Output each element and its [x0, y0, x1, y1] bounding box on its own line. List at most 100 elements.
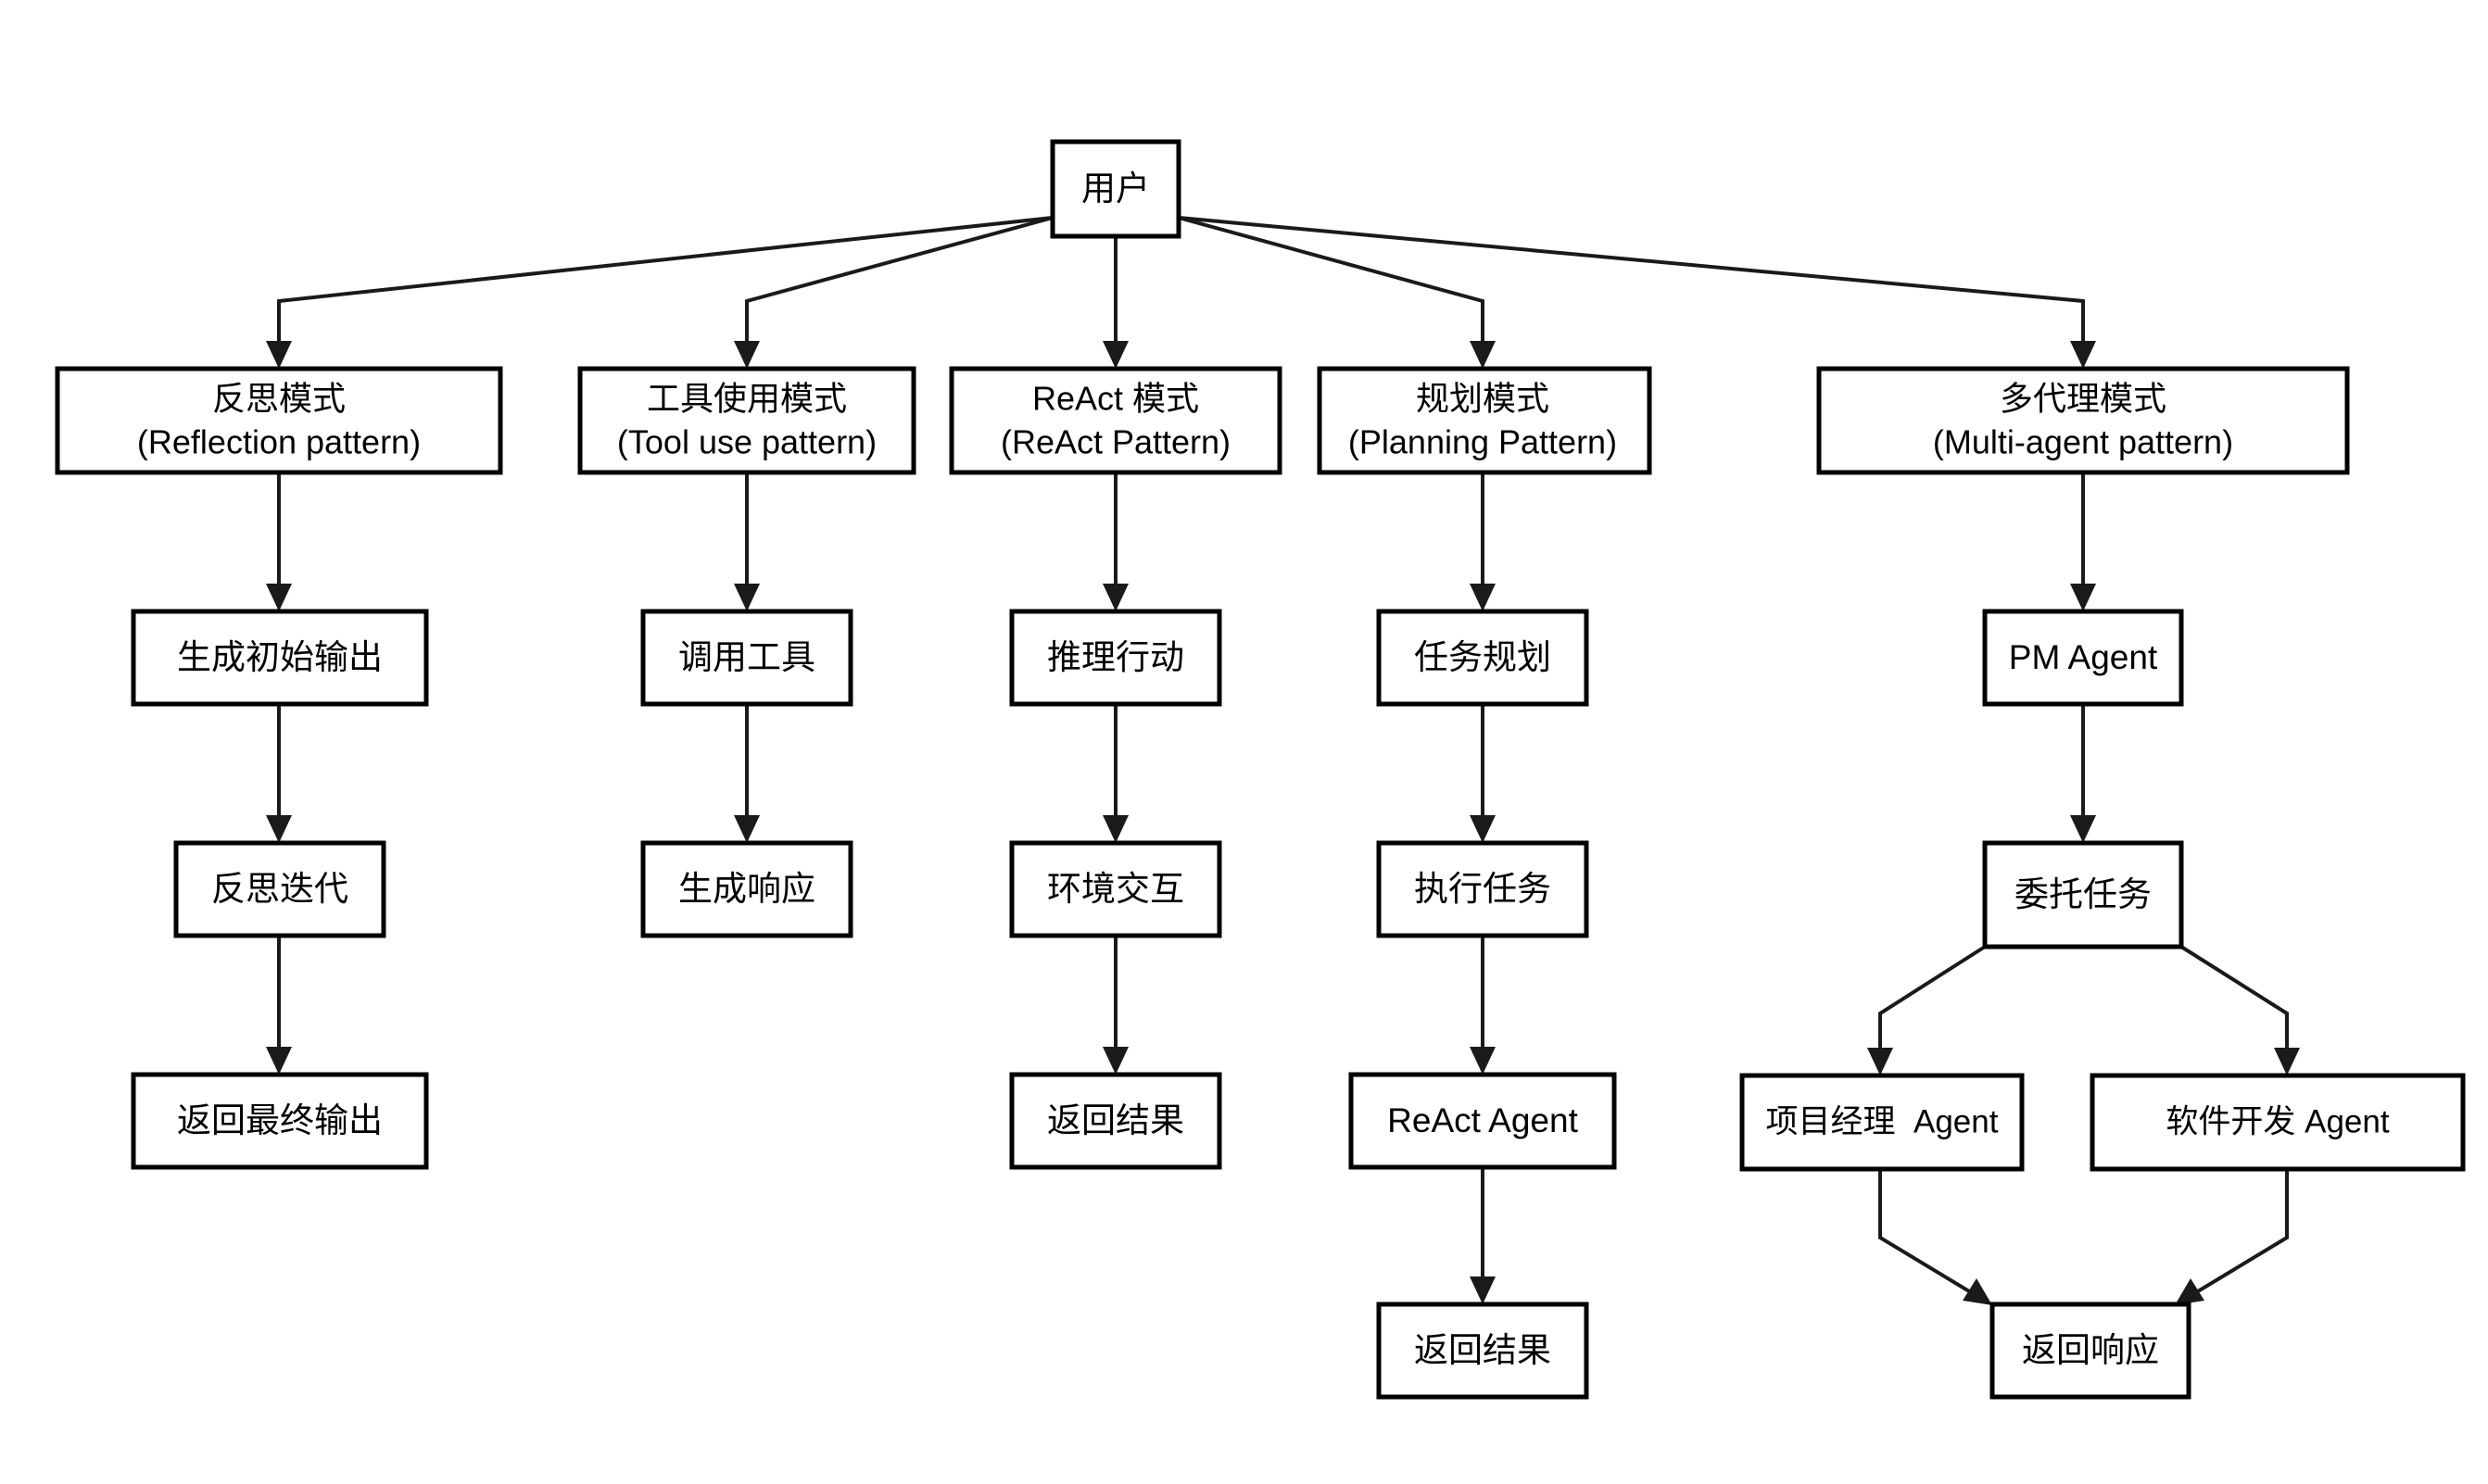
node-tool-use-step-2[interactable]: 生成响应	[640, 840, 853, 938]
node-tool-use-step-1-label: 调用工具	[678, 638, 815, 676]
node-pattern-tool-use-label-en: (Tool use pattern)	[617, 423, 877, 461]
node-multi-agent-step-2[interactable]: 委托任务	[1982, 840, 2184, 950]
node-pattern-tool-use-box[interactable]	[577, 366, 916, 475]
node-multi-agent-branch-right-label: 软件开发 Agent	[2166, 1103, 2389, 1139]
arrowhead-dev-agent-to-response	[2175, 1278, 2204, 1305]
node-pattern-multi-agent-label-cn: 多代理模式	[2000, 380, 2166, 418]
node-pattern-react[interactable]: ReAct 模式 (ReAct Pattern)	[949, 366, 1282, 475]
arrowhead-user-to-planning	[1470, 341, 1496, 369]
node-planning-step-2-label: 执行任务	[1414, 870, 1551, 908]
node-planning-step-4-box[interactable]	[1376, 1302, 1589, 1400]
node-reflection-step-1-label: 生成初始输出	[177, 638, 383, 676]
node-react-step-3-box[interactable]	[1009, 1072, 1222, 1170]
node-reflection-step-3-label: 返回最终输出	[177, 1101, 383, 1139]
node-planning-step-1-box[interactable]	[1376, 609, 1589, 707]
node-planning-step-3-box[interactable]	[1348, 1072, 1617, 1170]
arrowhead-multi-agent-2	[2070, 815, 2096, 843]
arrowhead-tool-use-1	[734, 584, 760, 611]
arrowhead-multi-agent-1	[2070, 584, 2096, 611]
node-tool-use-step-1[interactable]: 调用工具	[640, 609, 853, 707]
arrowhead-reflection-2	[266, 815, 292, 843]
node-react-step-1[interactable]: 推理行动	[1009, 609, 1222, 707]
edge-user-to-reflection	[277, 216, 1054, 355]
node-user-label: 用户	[1081, 170, 1150, 208]
node-react-step-3-label: 返回结果	[1047, 1101, 1184, 1139]
node-pattern-reflection-label-cn: 反思模式	[212, 380, 346, 418]
node-multi-agent-branch-right-box[interactable]	[2090, 1073, 2466, 1172]
edges-reflection-chain	[266, 472, 292, 1075]
node-reflection-step-3-box[interactable]	[131, 1072, 429, 1170]
arrowhead-user-to-tool-use	[734, 341, 760, 369]
node-tool-use-step-1-box[interactable]	[640, 609, 853, 707]
edge-delegate-to-dev-agent	[2179, 945, 2289, 1062]
node-pattern-reflection[interactable]: 反思模式 (Reflection pattern)	[55, 366, 503, 475]
arrowhead-reflection-1	[266, 584, 292, 611]
node-planning-step-3-label: ReAct Agent	[1387, 1101, 1578, 1139]
node-planning-step-1-label: 任务规划	[1414, 638, 1551, 676]
node-reflection-step-2-box[interactable]	[173, 840, 386, 938]
edges-planning-chain	[1470, 472, 1496, 1304]
arrowhead-tool-use-2	[734, 815, 760, 843]
arrowhead-planning-3	[1470, 1047, 1496, 1075]
node-pattern-planning-label-en: (Planning Pattern)	[1348, 423, 1617, 461]
node-reflection-step-1-box[interactable]	[131, 609, 429, 707]
node-pattern-reflection-box[interactable]	[55, 366, 503, 475]
node-react-step-2[interactable]: 环境交互	[1009, 840, 1222, 938]
node-multi-agent-step-1-label: PM Agent	[2009, 638, 2158, 676]
node-multi-agent-branch-left[interactable]: 项目经理 Agent	[1739, 1073, 2025, 1172]
node-pattern-react-box[interactable]	[949, 366, 1282, 475]
node-pattern-planning[interactable]: 规划模式 (Planning Pattern)	[1317, 366, 1652, 475]
node-react-step-3[interactable]: 返回结果	[1009, 1072, 1222, 1170]
node-pattern-react-label-cn: ReAct 模式	[1032, 380, 1199, 418]
arrowhead-delegate-to-pm-agent	[1867, 1048, 1893, 1075]
edges-react-chain	[1103, 472, 1129, 1075]
node-user[interactable]: 用户	[1050, 139, 1181, 239]
node-pattern-tool-use[interactable]: 工具使用模式 (Tool use pattern)	[577, 366, 916, 475]
edges-tool-use-chain	[734, 472, 760, 843]
arrowhead-user-to-reflection	[266, 341, 292, 369]
arrowhead-user-to-react	[1103, 341, 1129, 369]
node-pattern-multi-agent[interactable]: 多代理模式 (Multi-agent pattern)	[1816, 366, 2350, 475]
node-planning-step-3[interactable]: ReAct Agent	[1348, 1072, 1617, 1170]
node-tool-use-step-2-box[interactable]	[640, 840, 853, 938]
edge-delegate-to-pm-agent	[1878, 945, 1987, 1062]
node-pattern-planning-label-cn: 规划模式	[1416, 380, 1549, 418]
node-planning-step-2[interactable]: 执行任务	[1376, 840, 1589, 938]
node-react-step-1-label: 推理行动	[1047, 638, 1184, 676]
node-tool-use-step-2-label: 生成响应	[678, 870, 815, 908]
node-multi-agent-step-1[interactable]: PM Agent	[1982, 609, 2184, 707]
node-reflection-step-2[interactable]: 反思迭代	[173, 840, 386, 938]
node-multi-agent-branch-right[interactable]: 软件开发 Agent	[2090, 1073, 2466, 1172]
arrowhead-react-1	[1103, 584, 1129, 611]
edge-user-to-multi-agent	[1178, 216, 2085, 355]
node-react-step-2-box[interactable]	[1009, 840, 1222, 938]
node-reflection-step-3[interactable]: 返回最终输出	[131, 1072, 429, 1170]
arrowhead-user-to-multi-agent	[2070, 341, 2096, 369]
node-multi-agent-step-1-box[interactable]	[1982, 609, 2184, 707]
node-pattern-react-label-en: (ReAct Pattern)	[1001, 423, 1231, 461]
edge-user-to-tool-use	[745, 216, 1054, 355]
node-planning-step-4[interactable]: 返回结果	[1376, 1302, 1589, 1400]
node-multi-agent-merge[interactable]: 返回响应	[1989, 1302, 2191, 1400]
node-pattern-tool-use-label-cn: 工具使用模式	[647, 380, 847, 418]
node-planning-step-2-box[interactable]	[1376, 840, 1589, 938]
node-multi-agent-step-2-label: 委托任务	[2014, 875, 2152, 913]
node-pattern-planning-box[interactable]	[1317, 366, 1652, 475]
arrowhead-planning-2	[1470, 815, 1496, 843]
node-multi-agent-merge-label: 返回响应	[2022, 1331, 2159, 1369]
node-user-box[interactable]	[1050, 139, 1181, 239]
node-pattern-multi-agent-box[interactable]	[1816, 366, 2350, 475]
node-planning-step-1[interactable]: 任务规划	[1376, 609, 1589, 707]
node-multi-agent-branch-left-box[interactable]	[1739, 1073, 2025, 1172]
node-multi-agent-merge-box[interactable]	[1989, 1302, 2191, 1400]
node-pattern-multi-agent-label-en: (Multi-agent pattern)	[1933, 423, 2233, 461]
node-multi-agent-step-2-box[interactable]	[1982, 840, 2184, 950]
node-reflection-step-1[interactable]: 生成初始输出	[131, 609, 429, 707]
node-react-step-2-label: 环境交互	[1047, 870, 1184, 908]
node-react-step-1-box[interactable]	[1009, 609, 1222, 707]
node-pattern-reflection-label-en: (Reflection pattern)	[137, 423, 421, 461]
arrowhead-react-3	[1103, 1047, 1129, 1075]
node-reflection-step-2-label: 反思迭代	[211, 870, 348, 908]
